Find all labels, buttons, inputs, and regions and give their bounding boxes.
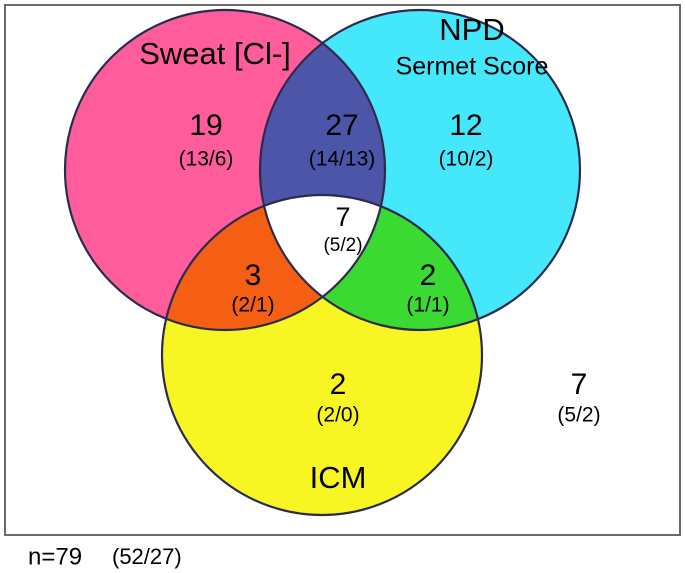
sweat-icm-breakdown: (2/1) xyxy=(231,294,274,317)
icm-only-breakdown: (2/0) xyxy=(316,404,359,427)
icm-circle-outline xyxy=(160,193,484,517)
npd-only-count: 12 xyxy=(449,109,482,142)
npd-only-breakdown: (10/2) xyxy=(439,148,494,171)
sweat-npd-count: 27 xyxy=(325,109,358,142)
npd-set-sublabel: Sermet Score xyxy=(396,53,549,81)
sweat-set-label: Sweat [Cl-] xyxy=(139,36,291,71)
sweat-icm-overlap xyxy=(162,195,385,330)
sweat-icm-count: 3 xyxy=(245,259,262,292)
outside-count: 7 xyxy=(571,368,588,401)
outside-breakdown: (5/2) xyxy=(557,404,600,427)
npd-set-label: NPD xyxy=(439,12,504,47)
caption-breakdown: (52/27) xyxy=(112,544,182,569)
icm-set-label: ICM xyxy=(310,460,367,495)
figure-frame xyxy=(4,4,681,536)
npd-circle-outline xyxy=(258,8,582,332)
icm-only-count: 2 xyxy=(330,368,347,401)
npd-icm-overlap xyxy=(260,195,482,330)
caption-total: n=79 xyxy=(28,543,82,570)
npd-icm-breakdown: (1/1) xyxy=(406,294,449,317)
sweat-only-breakdown: (13/6) xyxy=(179,148,234,171)
sweat-npd-breakdown: (14/13) xyxy=(309,148,376,171)
sweat-circle-outline xyxy=(63,8,387,332)
sweat-only-count: 19 xyxy=(189,109,222,142)
npd-icm-count: 2 xyxy=(420,259,437,292)
all-three-breakdown: (5/2) xyxy=(323,235,362,256)
all-three-count: 7 xyxy=(335,202,350,232)
